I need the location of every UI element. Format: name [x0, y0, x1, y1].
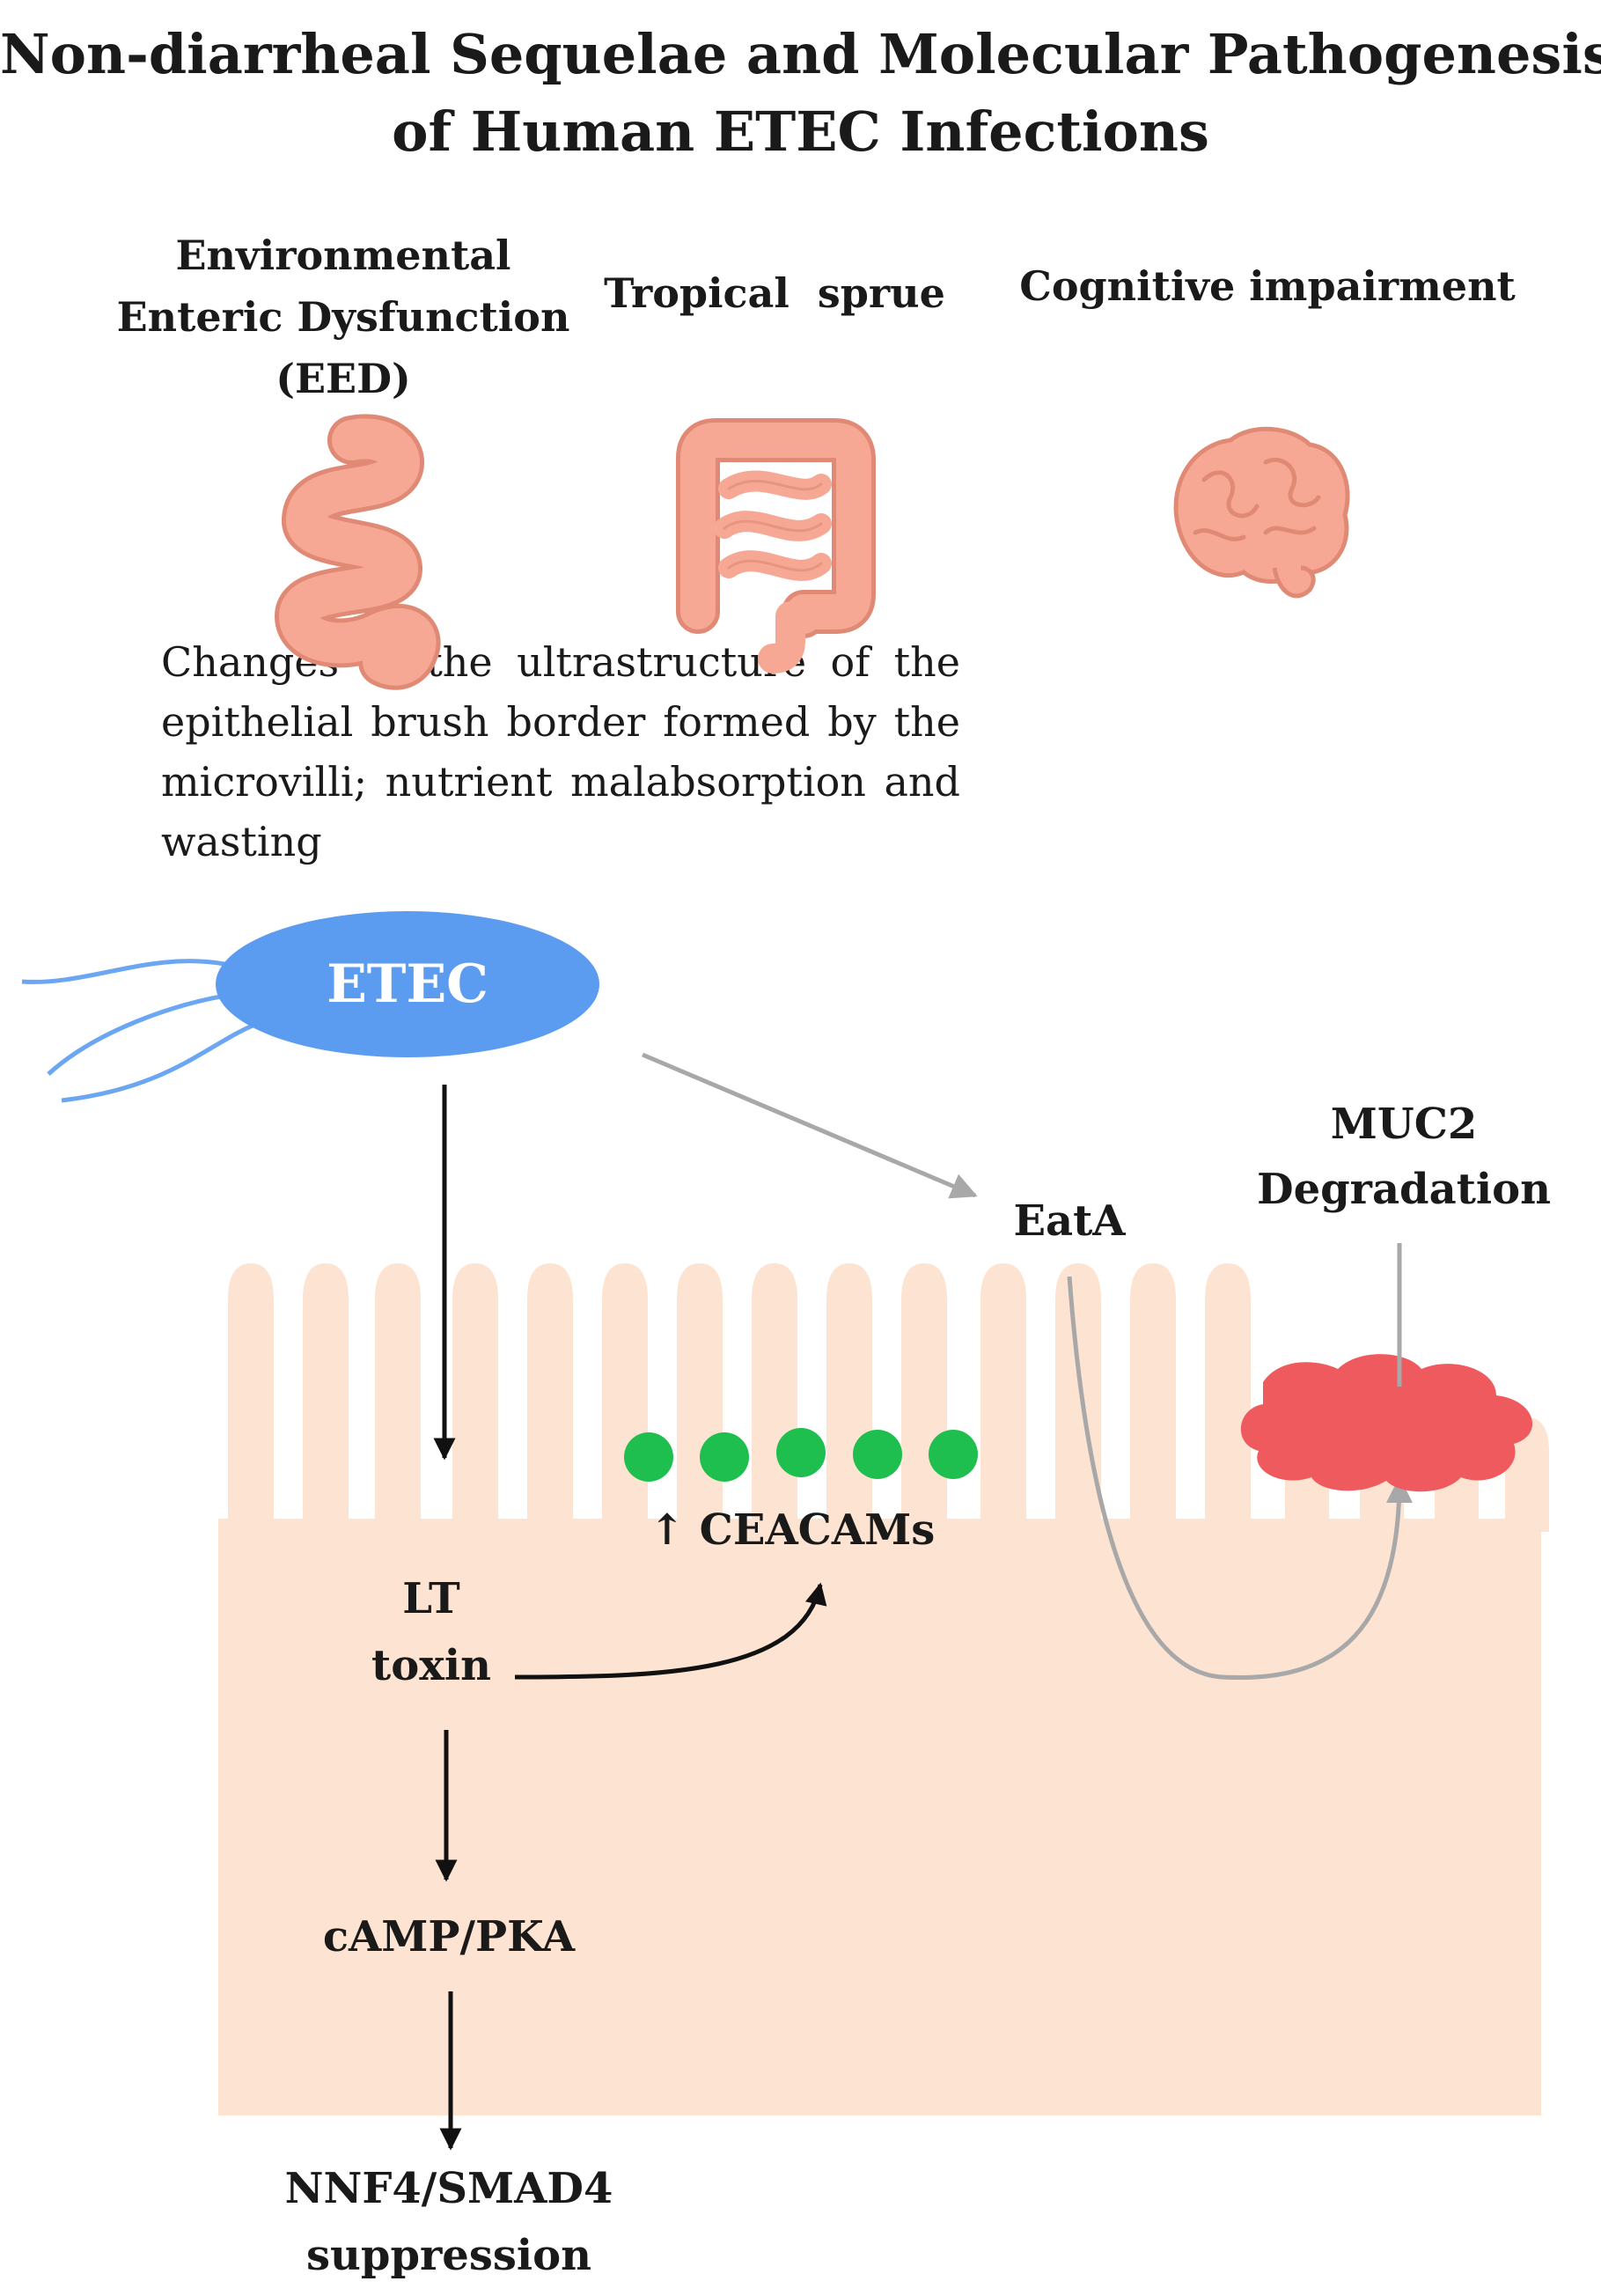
eed-line-3: (EED): [275, 355, 411, 402]
tropical-sprue-label: Tropical sprue: [604, 269, 945, 317]
flagellum-3: [61, 1019, 265, 1103]
microvillus: [1130, 1263, 1176, 1532]
muc2-line-1: MUC2: [1330, 1100, 1478, 1149]
etec-label: ETEC: [327, 953, 488, 1015]
ceacam-dot: [929, 1430, 978, 1479]
condition-cognitive-impairment: Cognitive impairment: [986, 255, 1549, 317]
etec-bacterium: [21, 911, 599, 1103]
nnf4-smad4-label: NNF4/SMAD4 suppression: [229, 2155, 669, 2289]
microvillus: [1205, 1263, 1251, 1532]
ceacam-dots: [624, 1428, 978, 1482]
muc2-mucin-blob: [1240, 1354, 1533, 1492]
condition-tropical-sprue: Tropical sprue: [572, 262, 977, 324]
epithelial-layer: [218, 1519, 1541, 2116]
etec-to-eata-arrow: [642, 1052, 978, 1199]
lt-toxin-label: LT toxin: [334, 1565, 528, 1699]
small-intestine-icon: [275, 414, 441, 690]
etec-cell-body: [216, 911, 599, 1057]
eed-description: Changes in the ultrastructure of the epi…: [161, 638, 960, 865]
figure-title: Non-diarrheal Sequelae and Molecular Pat…: [0, 16, 1601, 171]
brain-icon: [1173, 426, 1350, 599]
microvillus: [1055, 1263, 1101, 1532]
muc2-degradation-label: MUC2 Degradation: [1228, 1092, 1580, 1222]
microvillus: [375, 1263, 421, 1532]
microvillus: [677, 1263, 723, 1532]
microvillus: [980, 1263, 1026, 1532]
title-line-1: Non-diarrheal Sequelae and Molecular Pat…: [0, 22, 1601, 86]
title-line-2: of Human ETEC Infections: [392, 99, 1209, 164]
ceacam-dot: [853, 1430, 902, 1479]
nnf4-line-1: NNF4/SMAD4: [284, 2164, 613, 2213]
ceacams-label: ↑ CEACAMs: [649, 1505, 936, 1555]
ceacam-dot: [700, 1432, 749, 1482]
eata-label: EatA: [1013, 1196, 1126, 1246]
microvillus: [452, 1263, 498, 1532]
condition-eed: Environmental Enteric Dysfunction (EED): [114, 224, 572, 409]
microvillus: [826, 1263, 872, 1532]
lt-line-1: LT: [402, 1574, 460, 1623]
ceacam-dot: [776, 1428, 826, 1477]
lt-to-ceacam-arrow: [514, 1582, 827, 1680]
epithelium: [218, 1263, 1549, 2116]
camp-pka-label: cAMP/PKA: [322, 1912, 576, 1961]
large-intestine-icon: [676, 418, 876, 673]
microvillus: [901, 1263, 947, 1532]
microvillus: [752, 1263, 797, 1532]
cognitive-impairment-label: Cognitive impairment: [1019, 262, 1516, 310]
flagellum-2: [47, 992, 231, 1076]
eed-line-2: Enteric Dysfunction: [116, 293, 570, 341]
eed-line-1: Environmental: [175, 232, 511, 279]
ceacam-dot: [624, 1432, 673, 1482]
eata-to-muc2-arrow: [1067, 1276, 1413, 1681]
microvillus: [527, 1263, 573, 1532]
microvillus: [303, 1263, 349, 1532]
microvillus: [602, 1263, 648, 1532]
lt-line-2: toxin: [371, 1641, 491, 1690]
microvillus: [1505, 1417, 1549, 1532]
flagellum-1: [21, 959, 225, 984]
nnf4-line-2: suppression: [305, 2231, 592, 2280]
muc2-line-2: Degradation: [1256, 1165, 1552, 1214]
microvillus: [228, 1263, 274, 1532]
